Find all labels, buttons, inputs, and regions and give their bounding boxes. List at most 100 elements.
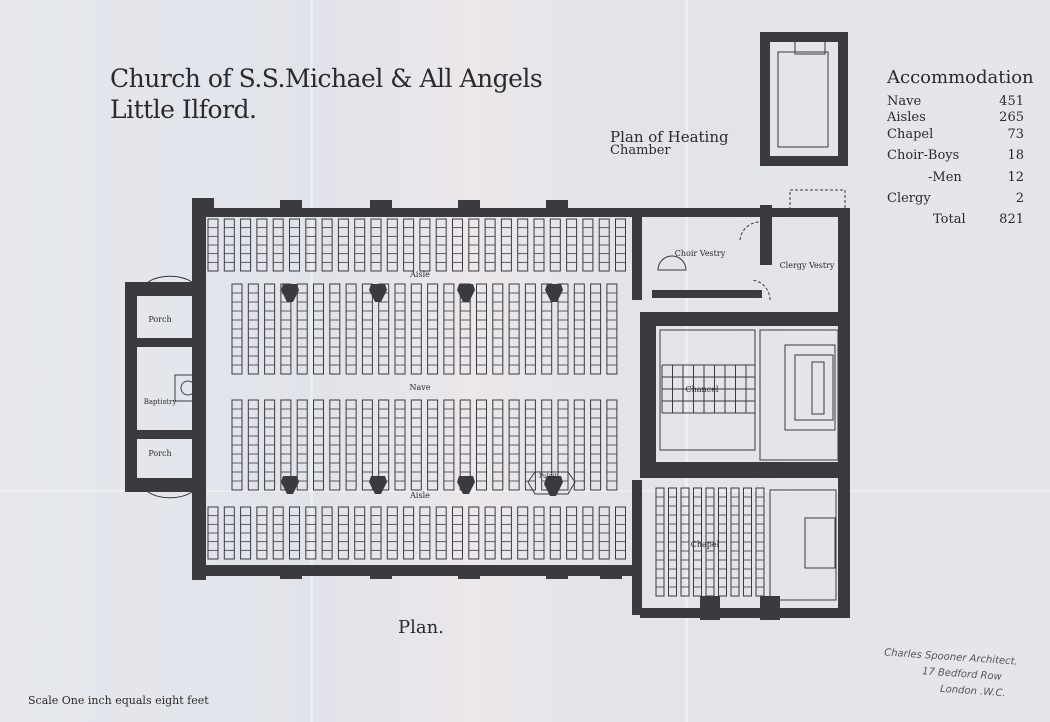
- room-label-aisle_south: Aisle: [409, 491, 430, 500]
- wall: [125, 478, 205, 492]
- font-base: [174, 374, 202, 402]
- pulpit: [527, 471, 576, 495]
- wall: [640, 462, 850, 478]
- wall: [192, 198, 214, 214]
- accommodation-row: Clergy 2: [887, 191, 1024, 206]
- wall: [546, 565, 568, 579]
- heating-chamber-label-2: Chamber: [610, 143, 671, 158]
- pier: [281, 284, 299, 302]
- wall: [640, 312, 845, 326]
- drawing-title: Church of S.S.Michael & All Angels: [110, 64, 543, 93]
- drawing-subtitle: Little Ilford.: [110, 95, 257, 124]
- row-value: 821: [999, 212, 1024, 227]
- scale-note: Scale One inch equals eight feet: [28, 694, 209, 707]
- accommodation-row: -Men 12: [928, 170, 1024, 185]
- chapel-altar: [804, 517, 836, 569]
- wall: [760, 32, 770, 166]
- row-label: Clergy: [887, 191, 931, 206]
- accommodation-row: Aisles 265: [887, 110, 1024, 125]
- wall: [652, 290, 762, 298]
- room-label-porch_north: Porch: [148, 315, 171, 324]
- wall: [838, 32, 848, 166]
- room-label-baptistry: Baptistry: [144, 398, 177, 406]
- pier: [545, 284, 563, 302]
- sanctuary: [759, 329, 839, 461]
- wall: [192, 208, 642, 217]
- row-value: 451: [999, 94, 1024, 109]
- paper-fold: [0, 490, 1050, 492]
- row-label: Chapel: [887, 127, 934, 142]
- wall: [770, 208, 850, 217]
- plan-label: Plan.: [398, 617, 444, 638]
- porch-arch: [147, 491, 193, 499]
- room-label-chapel: Chapel: [691, 540, 720, 549]
- wall: [632, 210, 642, 300]
- wall: [760, 596, 780, 620]
- row-label: Aisles: [887, 110, 926, 125]
- wall: [640, 208, 770, 217]
- wall: [137, 430, 197, 439]
- row-label: -Men: [928, 170, 962, 185]
- wall: [280, 200, 302, 216]
- pier: [457, 284, 475, 302]
- row-value: 73: [1007, 127, 1024, 142]
- row-label: Choir-Boys: [887, 148, 960, 163]
- wall: [640, 316, 656, 466]
- row-value: 12: [1007, 170, 1024, 185]
- wall: [458, 565, 480, 579]
- door-swing: [751, 279, 771, 301]
- spiral-stair: [657, 255, 687, 271]
- accommodation-row: Choir-Boys 18: [887, 148, 1024, 163]
- heating-chamber-stair: [794, 33, 826, 55]
- row-label: Total: [933, 212, 966, 227]
- room-label-clergy_vestry: Clergy Vestry: [780, 261, 835, 270]
- altar-step-inner: [794, 354, 834, 421]
- wall: [700, 596, 720, 620]
- pier: [544, 478, 562, 496]
- room-label-choir_vestry: Choir Vestry: [675, 249, 726, 258]
- wall: [137, 338, 197, 347]
- altar: [811, 361, 825, 415]
- room-label-aisle_north: Aisle: [409, 270, 430, 279]
- wall: [632, 480, 642, 615]
- porch-arch: [147, 275, 193, 283]
- pier: [369, 476, 387, 494]
- accommodation-row: Chapel 73: [887, 127, 1024, 142]
- wall: [370, 565, 392, 579]
- baptismal-font: [180, 380, 196, 396]
- wall: [192, 565, 642, 576]
- wall: [546, 200, 568, 216]
- chapel-sanctuary: [769, 489, 837, 601]
- wall: [125, 282, 137, 492]
- pier: [369, 284, 387, 302]
- wall: [600, 565, 622, 579]
- accommodation-total: Total 821: [933, 212, 1024, 227]
- accommodation-heading: Accommodation: [887, 67, 1034, 88]
- wall: [760, 156, 848, 166]
- row-value: 18: [1007, 148, 1024, 163]
- choir-stalls: [659, 329, 756, 451]
- wall: [458, 200, 480, 216]
- room-label-chancel: Chancel: [686, 385, 719, 394]
- vestry-stair: [789, 189, 846, 211]
- room-label-nave: Nave: [409, 383, 430, 392]
- wall: [760, 205, 772, 265]
- wall: [280, 565, 302, 579]
- pier: [457, 476, 475, 494]
- wall: [640, 608, 850, 618]
- heating-chamber-room: [777, 51, 829, 148]
- door-swing: [739, 221, 761, 241]
- wall: [760, 32, 848, 42]
- pier: [281, 476, 299, 494]
- heating-chamber-label: Plan of Heating: [610, 128, 729, 146]
- paper-fold: [310, 0, 313, 722]
- paper-fold: [685, 0, 688, 722]
- wall: [125, 282, 205, 296]
- altar-steps: [784, 344, 836, 431]
- row-value: 2: [1015, 191, 1024, 206]
- wall: [370, 200, 392, 216]
- row-value: 265: [999, 110, 1024, 125]
- room-label-pulpit: Pulpit: [539, 473, 558, 480]
- wall: [192, 200, 206, 580]
